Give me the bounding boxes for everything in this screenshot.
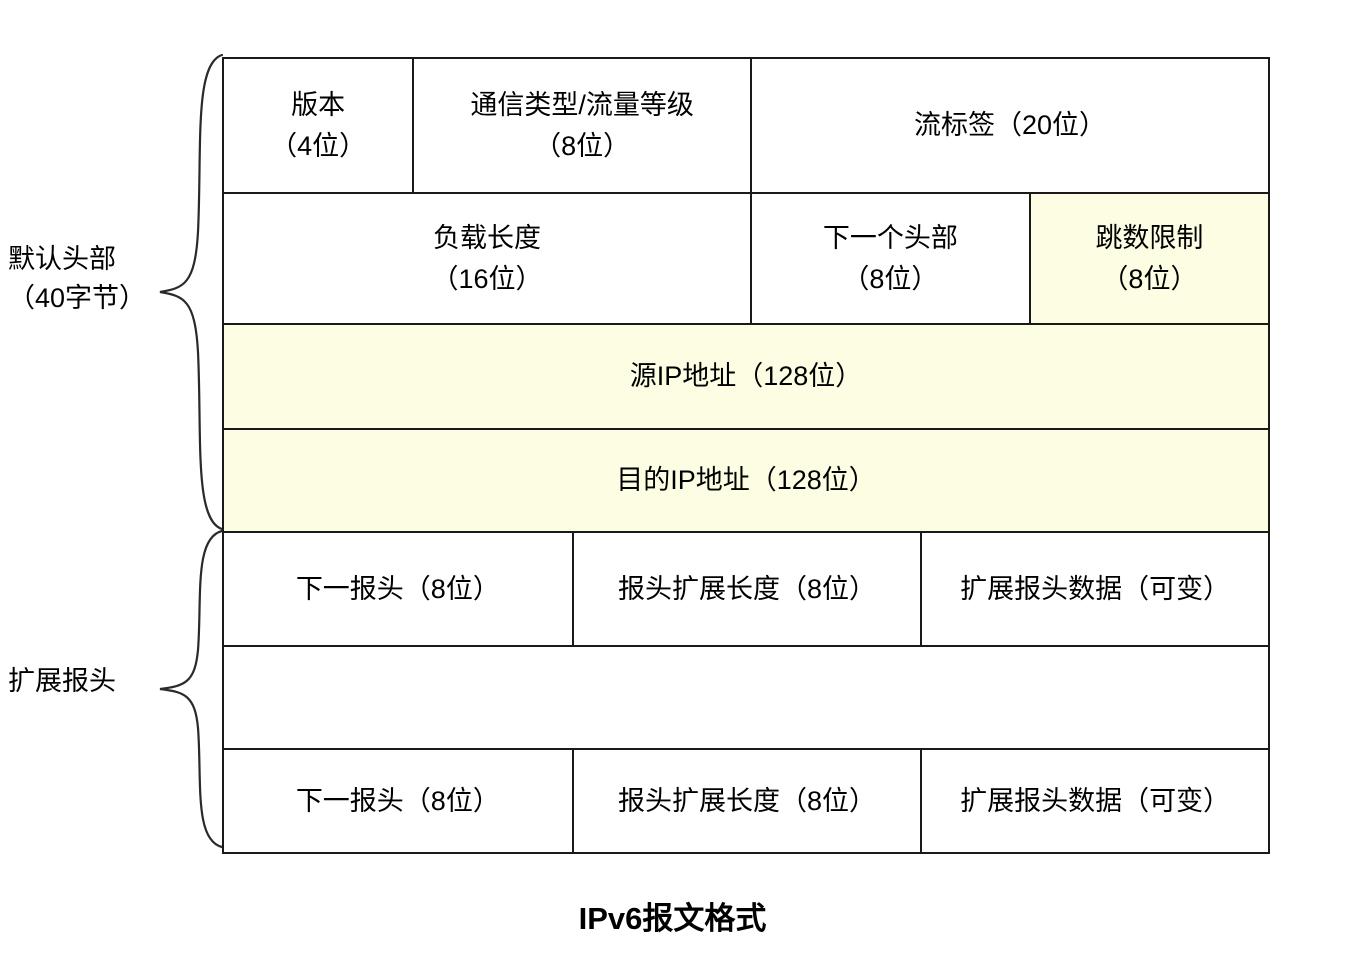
field-ext2-header-data-name: 扩展报头数据（可变）	[960, 785, 1231, 816]
field-flow-label: 流标签（20位）	[752, 59, 1268, 192]
field-source-address: 源IP地址（128位）	[224, 325, 1268, 428]
field-extension-blank	[224, 647, 1268, 748]
field-next-header: 下一个头部 （8位）	[752, 194, 1031, 323]
field-destination-address-name: 目的IP地址（128位）	[616, 465, 876, 496]
field-ext1-next-header: 下一报头（8位）	[224, 533, 574, 645]
field-next-header-size: （8位）	[842, 263, 939, 294]
field-ext1-header-data: 扩展报头数据（可变）	[922, 533, 1268, 645]
table-row: 目的IP地址（128位）	[224, 430, 1268, 533]
field-next-header-name: 下一个头部	[822, 223, 958, 253]
field-ext2-header-ext-length-name: 报头扩展长度（8位）	[617, 785, 876, 816]
field-ext1-header-data-name: 扩展报头数据（可变）	[960, 573, 1231, 604]
default-header-brace-icon	[159, 53, 224, 531]
default-header-label: 默认头部 （40字节）	[8, 240, 158, 318]
field-destination-address: 目的IP地址（128位）	[224, 430, 1268, 531]
table-row: 负载长度 （16位） 下一个头部 （8位） 跳数限制 （8位）	[224, 194, 1268, 325]
table-row: 下一报头（8位） 报头扩展长度（8位） 扩展报头数据（可变）	[224, 533, 1268, 647]
field-hop-limit: 跳数限制 （8位）	[1030, 194, 1268, 323]
field-ext1-header-ext-length: 报头扩展长度（8位）	[574, 533, 923, 645]
field-version-size: （4位）	[270, 130, 367, 161]
field-version-name: 版本	[291, 90, 346, 120]
field-ext2-next-header: 下一报头（8位）	[224, 750, 574, 852]
field-ext2-header-ext-length: 报头扩展长度（8位）	[574, 750, 923, 852]
field-ext2-header-data: 扩展报头数据（可变）	[922, 750, 1268, 852]
field-traffic-class-name: 通信类型/流量等级	[470, 90, 694, 120]
field-ext1-header-ext-length-name: 报头扩展长度（8位）	[617, 573, 876, 604]
table-row: 下一报头（8位） 报头扩展长度（8位） 扩展报头数据（可变）	[224, 750, 1268, 852]
default-header-label-line1: 默认头部	[8, 244, 116, 274]
field-source-address-name: 源IP地址（128位）	[629, 361, 863, 392]
field-traffic-class-size: （8位）	[534, 130, 631, 161]
ipv6-packet-format-table: 版本 （4位） 通信类型/流量等级 （8位） 流标签（20位） 负载长度 （16…	[222, 57, 1270, 854]
field-hop-limit-size: （8位）	[1101, 263, 1198, 294]
field-payload-length-size: （16位）	[431, 263, 543, 294]
field-traffic-class: 通信类型/流量等级 （8位）	[414, 59, 752, 192]
field-payload-length-name: 负载长度	[432, 223, 541, 253]
figure-caption: IPv6报文格式	[578, 901, 767, 936]
field-ext2-next-header-name: 下一报头（8位）	[295, 785, 500, 816]
default-header-label-line2: （40字节）	[8, 283, 147, 314]
table-row: 源IP地址（128位）	[224, 325, 1268, 430]
field-payload-length: 负载长度 （16位）	[224, 194, 752, 323]
field-version: 版本 （4位）	[224, 59, 415, 192]
field-flow-label-name: 流标签（20位）	[913, 110, 1107, 141]
field-ext1-next-header-name: 下一报头（8位）	[295, 573, 500, 604]
table-row: 版本 （4位） 通信类型/流量等级 （8位） 流标签（20位）	[224, 59, 1268, 194]
extension-header-brace-icon	[159, 529, 224, 849]
table-row	[224, 647, 1268, 750]
extension-header-label-line1: 扩展报头	[8, 666, 116, 696]
field-hop-limit-name: 跳数限制	[1095, 223, 1204, 253]
extension-header-label: 扩展报头	[8, 662, 158, 701]
